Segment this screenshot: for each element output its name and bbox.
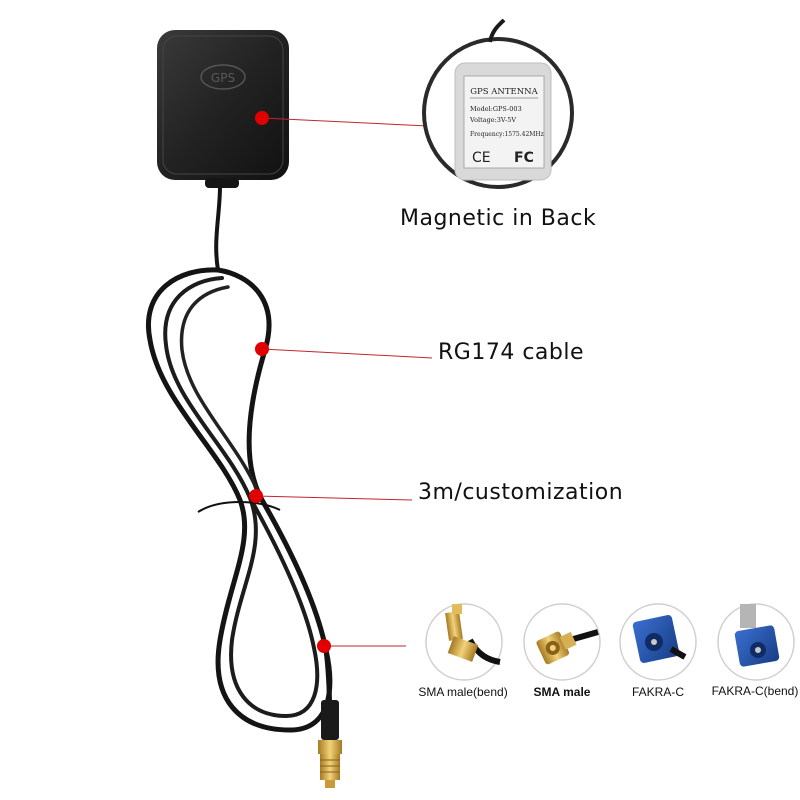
marker-cable [255,342,269,356]
cable-tie [197,501,281,513]
gps-emboss-text: GPS [211,71,235,85]
connector-option-fakra-bend [717,603,795,681]
callout-length-label: 3m/customization [418,480,624,505]
callout-magnetic-label: Magnetic in Back [400,206,597,231]
connector-label-sma-bend: SMA male(bend) [418,685,508,699]
red-markers [249,111,331,653]
connector-label-fakra-bend: FAKRA-C(bend) [711,684,799,698]
connector-options [425,603,795,681]
leader-line-cable [261,348,433,359]
sticker-voltage: Voltage:3V-5V [469,116,516,124]
back-sticker-zoom: GPS ANTENNA Model:GPS-003 Voltage:3V-5V … [422,18,574,189]
fc-mark: FC [514,150,534,166]
sma-connector-end [318,700,342,788]
marker-connector [317,639,331,653]
sticker-model: Model:GPS-003 [470,105,522,113]
marker-antenna [255,111,269,125]
gps-emboss-oval [200,64,246,90]
leader-lines [255,117,433,647]
leader-line-length [255,495,413,501]
ce-mark: CE [472,150,491,166]
marker-length [249,489,263,503]
gps-antenna-module: GPS [157,30,289,188]
connector-label-fakra: FAKRA-C [631,685,684,699]
rg174-cable [146,184,333,758]
connector-label-sma-straight: SMA male [533,685,591,699]
leader-line-magnetic [261,117,429,127]
connector-option-fakra [619,603,697,681]
sticker-frequency: Frequency:1575.42MHz [470,131,544,138]
callout-cable-label: RG174 cable [438,340,585,365]
sticker-title: GPS ANTENNA [470,87,538,97]
connector-option-sma-bend [425,603,503,681]
connector-option-sma-straight [523,603,601,681]
